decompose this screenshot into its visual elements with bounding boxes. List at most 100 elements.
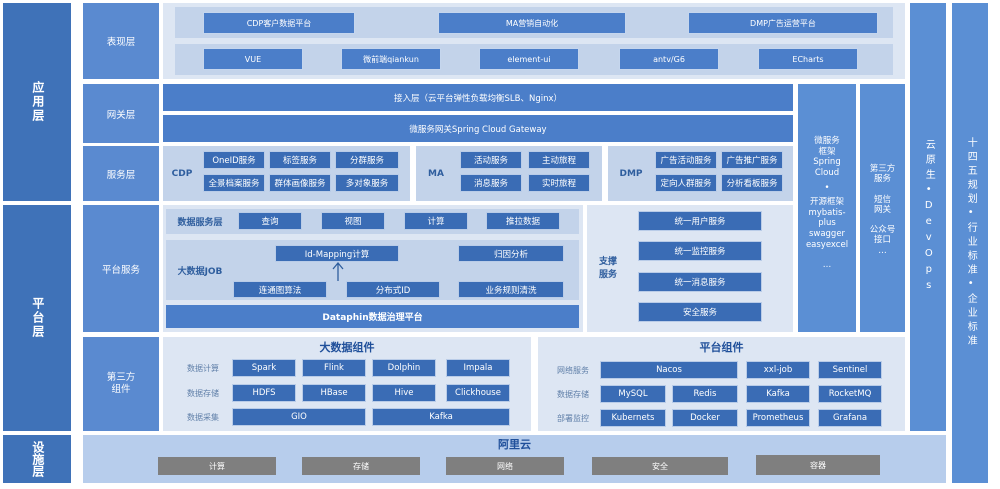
standards-label: 十四五规划•行业标准•企业标准 [965, 137, 977, 349]
support-message: 统一消息服务 [638, 272, 762, 292]
bigdata-components-title: 大数据组件 [163, 340, 531, 354]
svc-message: 消息服务 [460, 174, 522, 192]
layer-application: 应用层 [3, 3, 71, 201]
pc-kafka: Kafka [746, 385, 810, 403]
devops-column: 云原生•DevOps [910, 3, 946, 431]
pc-docker-label: Docker [690, 413, 720, 423]
svc-profile-label: 全景档案服务 [208, 179, 260, 189]
bd-hive-label: Hive [394, 388, 414, 398]
platform-components-title-label: 平台组件 [699, 341, 744, 354]
bd-row-storage-text: 数据存储 [187, 388, 219, 398]
service-cdp-name: CDP [171, 168, 193, 179]
svc-segment: 分群服务 [335, 151, 399, 169]
service-dmp-name: DMP [619, 168, 643, 179]
pc-nacos-label: Nacos [656, 365, 682, 375]
pc-kubernets: Kubernets [600, 409, 666, 427]
tech-vue: VUE [203, 48, 303, 70]
bd-clickhouse: Clickhouse [446, 384, 510, 402]
data-service-name: 数据服务层 [177, 218, 223, 228]
layer-application-label: 应用层 [30, 81, 45, 123]
sublayer-platform-service-label: 平台服务 [101, 264, 140, 276]
bd-clickhouse-label: Clickhouse [455, 388, 501, 398]
bd-spark: Spark [232, 359, 296, 377]
framework-column: 微服务 框架 Spring Cloud • 开源框架 mybatis- plus… [798, 84, 856, 332]
platform-components-title: 平台组件 [538, 340, 905, 354]
svc-tag-label: 标签服务 [282, 156, 317, 166]
svc-multiobject-label: 多对象服务 [345, 179, 389, 189]
pc-grafana: Grafana [818, 409, 882, 427]
svc-profile: 全景档案服务 [203, 174, 265, 192]
job-attribution: 归因分析 [458, 245, 564, 262]
sublayer-presentation: 表现层 [83, 3, 159, 79]
support-title: 支撑 服务 [589, 245, 627, 289]
bd-kafka-label: Kafka [429, 412, 453, 422]
pc-row-storage-label: 数据存储 [548, 385, 598, 403]
svc-targeting: 定向人群服务 [655, 174, 717, 192]
pc-row-deploy-label: 部署监控 [548, 409, 598, 427]
svc-oneid-label: OneID服务 [212, 156, 256, 166]
cloud-title-label: 阿里云 [498, 438, 531, 451]
svc-ad-campaign-label: 广告活动服务 [660, 156, 712, 166]
layer-platform-label: 平台层 [30, 297, 45, 339]
bigdata-components-title-label: 大数据组件 [319, 341, 375, 354]
sublayer-gateway-label: 网关层 [106, 109, 136, 121]
cloud-title: 阿里云 [83, 437, 946, 451]
pc-redis-label: Redis [693, 389, 717, 399]
tech-qiankun: 微前端qiankun [341, 48, 441, 70]
bd-flink: Flink [302, 359, 366, 377]
sublayer-third-party: 第三方 组件 [83, 337, 159, 431]
thirdparty-service-column: 第三方 服务 短信 网关 公众号 接口 … [860, 84, 905, 332]
app-ma: MA营销自动化 [438, 12, 626, 34]
support-message-label: 统一消息服务 [674, 278, 726, 288]
bd-gio: GIO [232, 408, 366, 426]
ds-query-label: 查询 [261, 217, 279, 227]
tech-antv-label: antv/G6 [653, 54, 685, 64]
data-service-title: 数据服务层 [170, 209, 230, 234]
pc-sentinel-label: Sentinel [832, 365, 868, 375]
microservice-gateway-label: 微服务网关Spring Cloud Gateway [409, 124, 547, 135]
svc-ad-campaign: 广告活动服务 [655, 151, 717, 169]
svc-active-journey-label: 主动旅程 [541, 156, 576, 166]
service-ma-name: MA [428, 168, 444, 179]
svc-portrait-label: 群体画像服务 [274, 179, 326, 189]
tech-element-ui: element-ui [479, 48, 579, 70]
support-name: 支撑 服务 [598, 257, 617, 280]
support-security: 安全服务 [638, 302, 762, 322]
bd-hive: Hive [372, 384, 436, 402]
ds-view-label: 视图 [344, 217, 362, 227]
sublayer-service: 服务层 [83, 146, 159, 201]
arrow-up-icon [332, 261, 344, 281]
svc-ad-promotion: 广告推广服务 [721, 151, 783, 169]
support-security-label: 安全服务 [682, 308, 717, 318]
app-ma-label: MA营销自动化 [505, 18, 559, 28]
ds-compute-label: 计算 [427, 217, 445, 227]
pc-sentinel: Sentinel [818, 361, 882, 379]
service-cdp-title: CDP [163, 146, 201, 201]
access-layer-label: 接入层（云平台弹性负载均衡SLB、Nginx） [394, 93, 562, 104]
cloud-security-label: 安全 [652, 461, 668, 471]
access-layer-bar: 接入层（云平台弹性负载均衡SLB、Nginx） [163, 84, 793, 111]
ds-view: 视图 [321, 212, 385, 230]
sublayer-third-party-label: 第三方 组件 [106, 371, 136, 395]
pc-redis: Redis [672, 385, 738, 403]
ds-pushpull: 推拉数据 [486, 212, 560, 230]
pc-nacos: Nacos [600, 361, 738, 379]
app-dmp: DMP广告运营平台 [688, 12, 878, 34]
pc-kafka-label: Kafka [766, 389, 790, 399]
svc-tag: 标签服务 [269, 151, 331, 169]
svc-segment-label: 分群服务 [349, 156, 384, 166]
service-dmp-title: DMP [608, 146, 654, 201]
bd-hdfs: HDFS [232, 384, 296, 402]
job-rule-cleaning-label: 业务规则清洗 [485, 285, 537, 296]
ds-compute: 计算 [404, 212, 468, 230]
bd-gio-label: GIO [291, 412, 307, 422]
bd-dolphin: Dolphin [372, 359, 436, 377]
sublayer-presentation-label: 表现层 [106, 37, 136, 48]
support-monitor: 统一监控服务 [638, 241, 762, 261]
job-connected-graph: 连通图算法 [233, 281, 327, 298]
cloud-storage-label: 存储 [353, 461, 369, 471]
framework-top: 微服务 框架 Spring Cloud [813, 136, 841, 178]
job-distributed-id: 分布式ID [346, 281, 440, 298]
dataphin-bar: Dataphin数据治理平台 [166, 305, 579, 328]
app-cdp-label: CDP客户数据平台 [246, 18, 312, 28]
